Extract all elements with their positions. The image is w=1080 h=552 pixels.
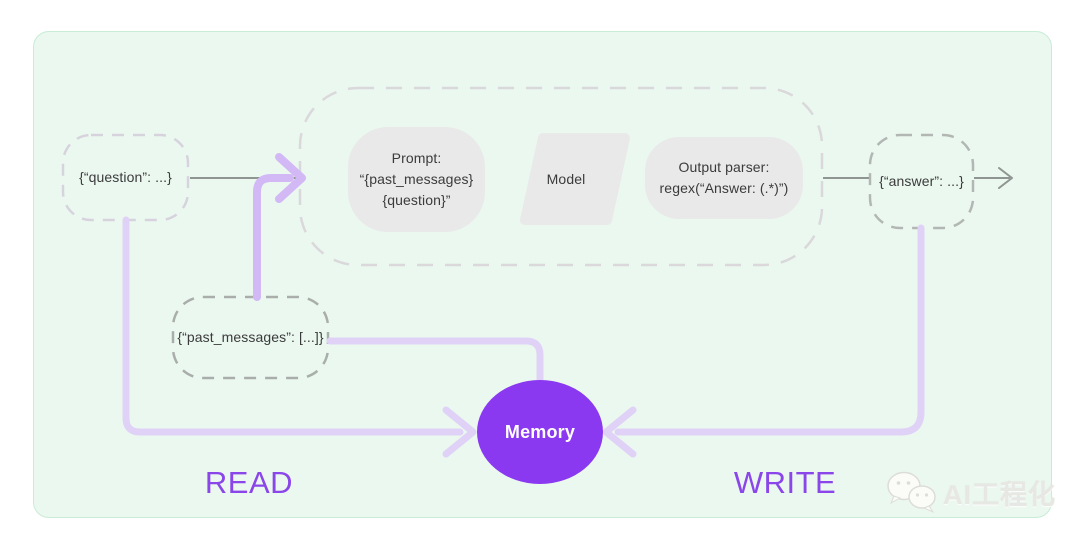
- question-node-label: {“question”: ...}: [79, 169, 172, 185]
- wechat-icon: [887, 471, 936, 514]
- read-flow-label: READ: [204, 465, 294, 500]
- memory-node-shape: [477, 380, 603, 484]
- read-flow-arrowhead-icon: [442, 406, 477, 458]
- output-parser-node-label: Output parser: regex(“Answer: (.*)”): [659, 159, 789, 196]
- memory-node-label: Memory: [504, 421, 576, 442]
- model-node-shape: [520, 133, 630, 225]
- past-messages-to-memory-line: [326, 337, 544, 390]
- past-messages-to-chain-arrowhead-icon: [275, 153, 306, 203]
- past-messages-box-border: [171, 295, 330, 380]
- answer-node-label: {“answer”: ...}: [879, 173, 964, 189]
- write-flow-line: [614, 224, 925, 436]
- answer-output-arrowhead-icon: [998, 167, 1013, 189]
- write-flow-arrowhead-icon: [602, 406, 637, 458]
- past-messages-to-chain-line: [253, 174, 294, 301]
- model-node-label: Model: [546, 170, 586, 187]
- watermark: AI工程化: [884, 468, 1056, 516]
- watermark-text: AI工程化: [943, 479, 1056, 510]
- prompt-node-shape: [348, 127, 485, 232]
- read-flow-line: [122, 216, 464, 436]
- past-messages-node-label: {“past_messages”: [...]}: [177, 329, 324, 345]
- output-parser-node-shape: [645, 137, 803, 219]
- prompt-node-label: Prompt: “{past_messages} {question}”: [359, 150, 474, 208]
- write-flow-label: WRITE: [733, 465, 837, 500]
